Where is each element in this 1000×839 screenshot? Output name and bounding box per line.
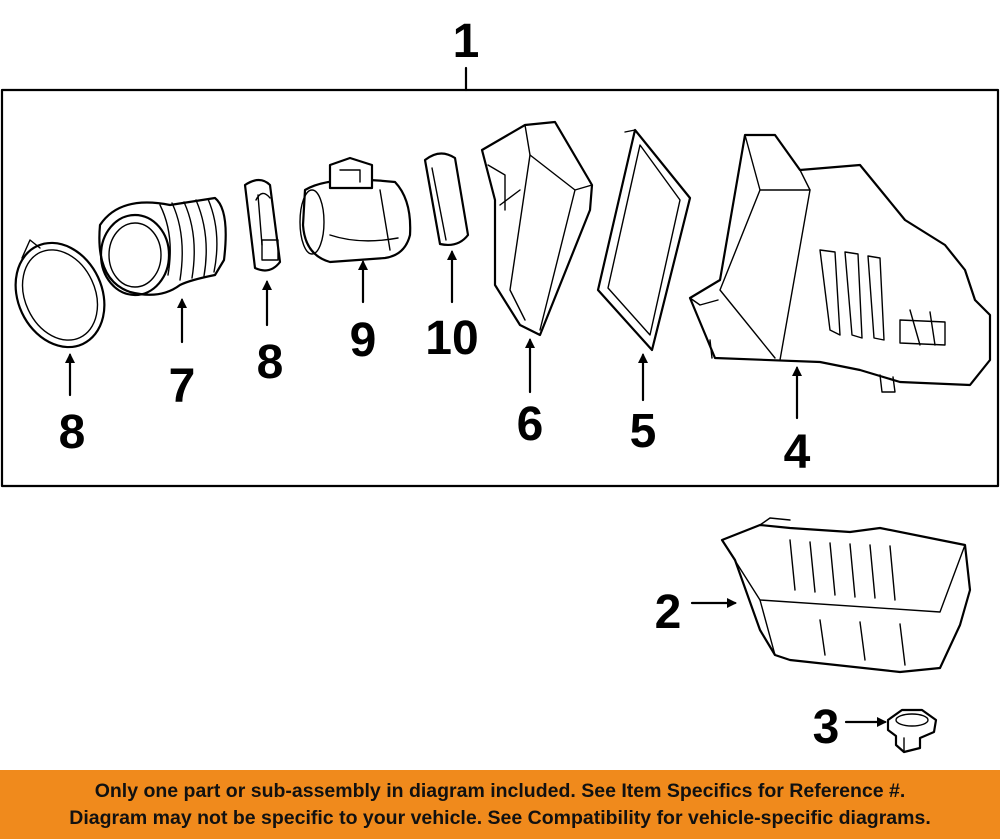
callout-7: 7 — [169, 360, 196, 413]
air-cleaner-housing-part — [688, 133, 992, 393]
callout-8-middle: 8 — [257, 336, 284, 389]
nut-part — [886, 708, 938, 754]
disclaimer-line-1: Only one part or sub-assembly in diagram… — [94, 780, 906, 802]
callout-3: 3 — [813, 701, 840, 754]
mass-air-flow-sensor-part — [299, 156, 412, 264]
callout-1: 1 — [453, 15, 480, 68]
callout-arrows — [65, 250, 887, 727]
callout-6: 6 — [517, 398, 544, 451]
air-filter-element-part — [596, 128, 692, 352]
air-cleaner-cover-part — [480, 120, 594, 337]
disclaimer-line-2: Diagram may not be specific to your vehi… — [69, 807, 931, 829]
parts-diagram: 1 8 7 8 9 10 6 5 4 2 3 — [0, 15, 1000, 754]
callout-9: 9 — [350, 314, 377, 367]
disclaimer-banner: Only one part or sub-assembly in diagram… — [0, 770, 1000, 839]
seal-part — [423, 152, 470, 247]
clamp-part — [243, 178, 282, 272]
callout-5: 5 — [630, 405, 657, 458]
callout-labels: 1 8 7 8 9 10 6 5 4 2 3 — [59, 15, 840, 754]
callout-2: 2 — [655, 586, 682, 639]
callout-10: 10 — [425, 312, 478, 365]
assembly-frame — [0, 66, 1000, 488]
callout-4: 4 — [784, 426, 811, 479]
intake-duct-part — [98, 196, 227, 297]
callout-8-left: 8 — [59, 406, 86, 459]
clamp-ring-part — [14, 239, 106, 349]
lower-housing-part — [720, 517, 972, 674]
